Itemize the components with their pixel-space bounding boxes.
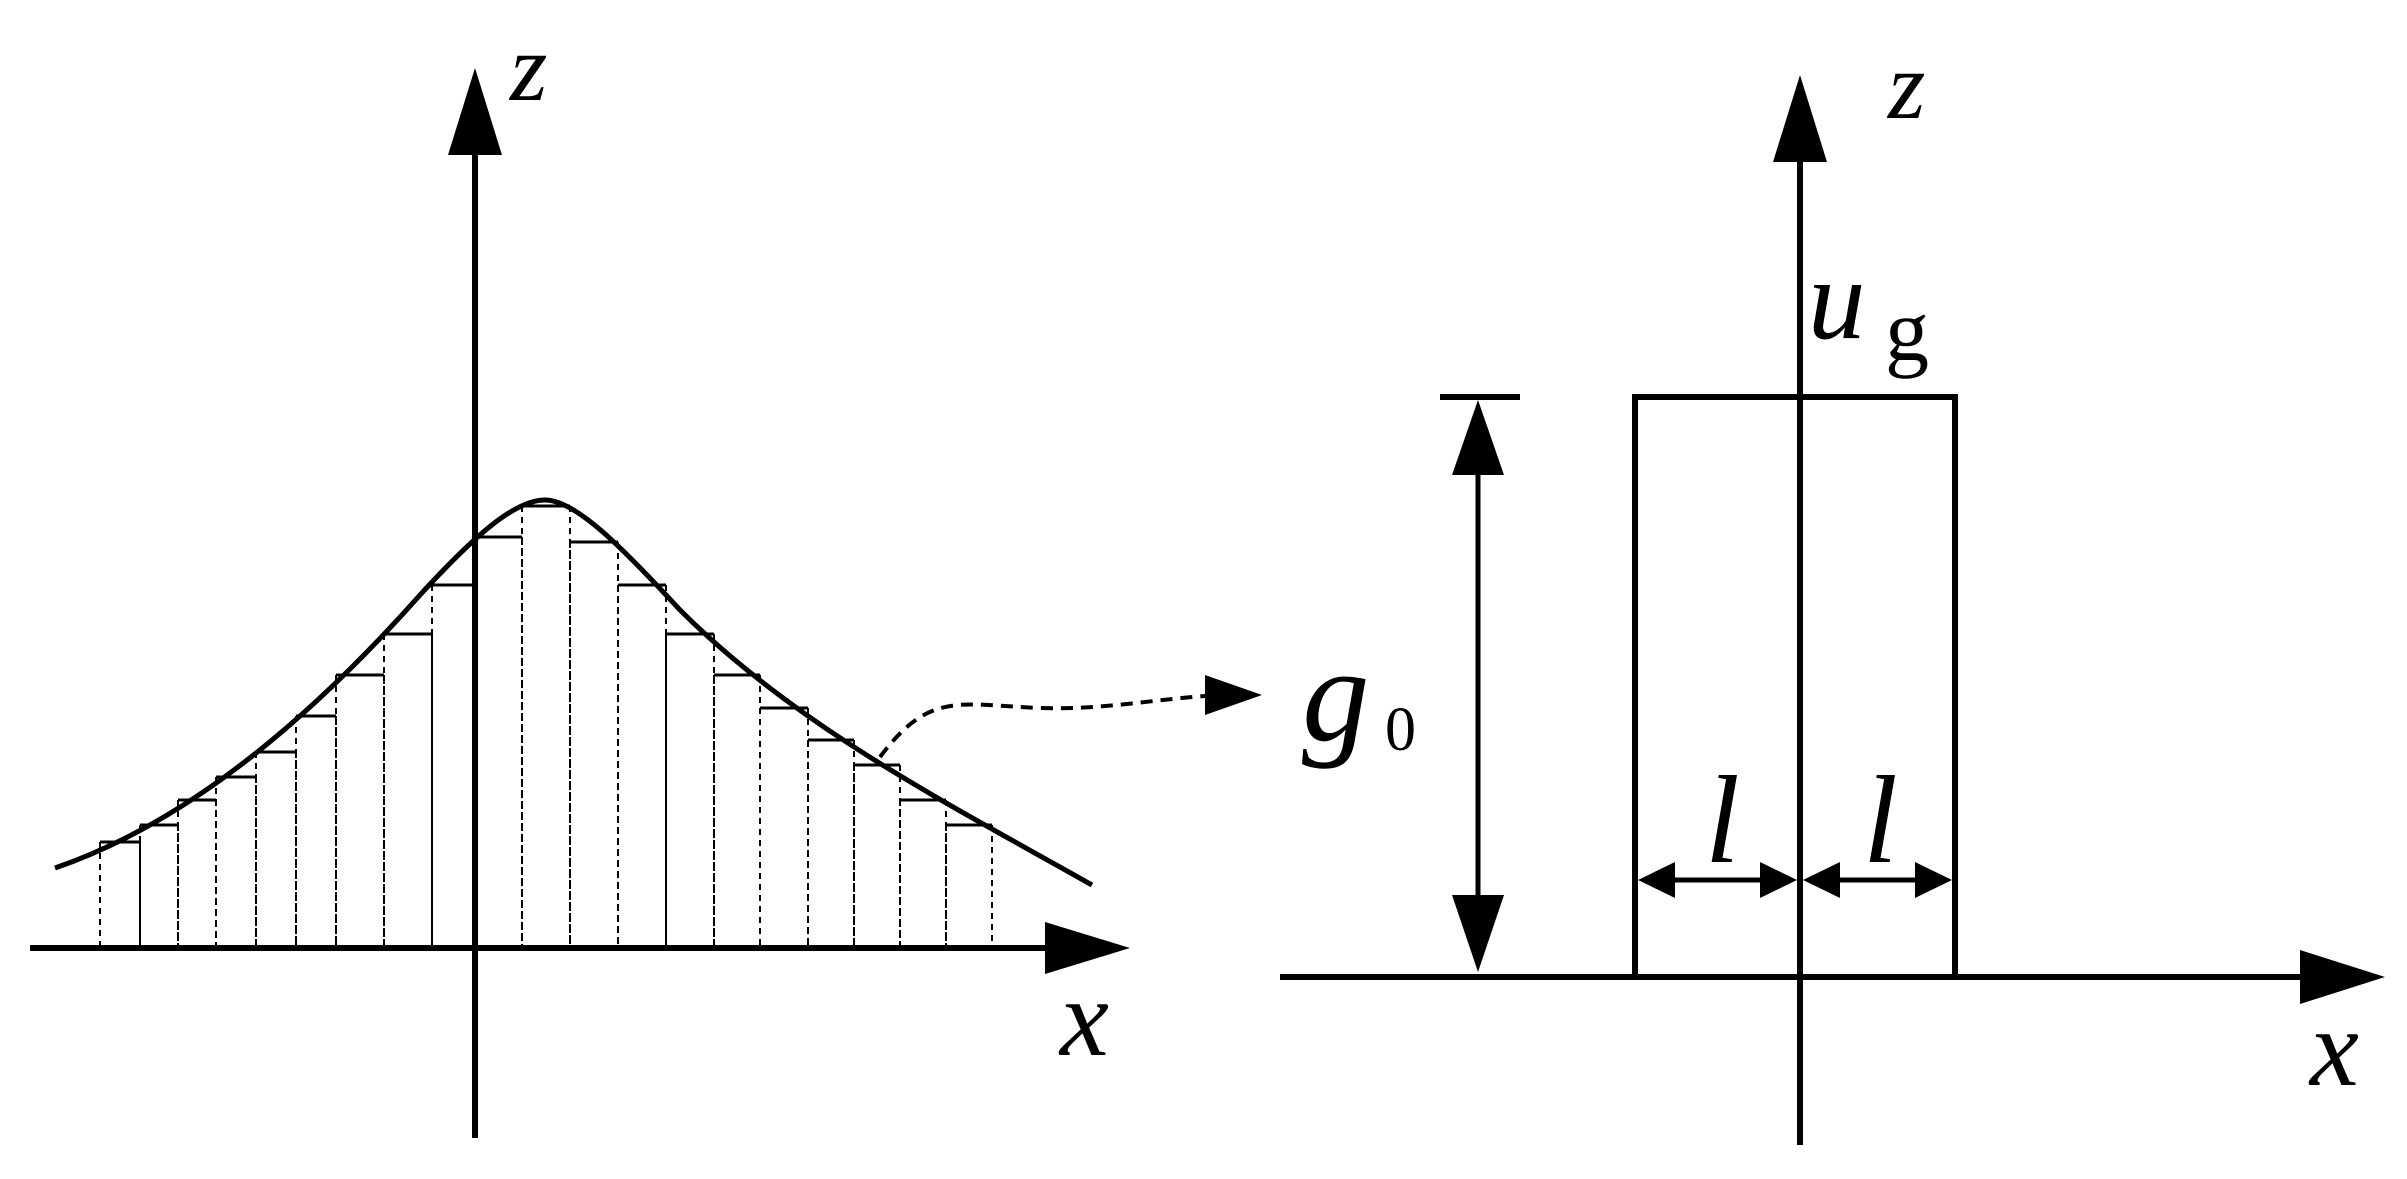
l-right-arrowhead-right (1915, 862, 1952, 898)
l-right-arrowhead-left (1803, 862, 1840, 898)
right-z-arrowhead (1773, 75, 1827, 162)
l-right-label: l (1863, 752, 1898, 890)
distribution-curve (54, 497, 1094, 888)
u-label: u (1808, 236, 1866, 363)
g-label: g (1302, 621, 1370, 770)
left-panel: z x (30, 14, 1262, 1138)
right-x-arrowhead (2300, 950, 2385, 1004)
g0-arrowhead-down (1452, 895, 1504, 972)
l-left-label: l (1705, 752, 1740, 890)
discretization-bars (99, 504, 993, 948)
u-subscript: g (1885, 283, 1929, 380)
left-z-arrowhead (448, 68, 502, 155)
left-x-label: x (1058, 957, 1109, 1079)
l-left-arrowhead-right (1760, 862, 1797, 898)
left-x-arrowhead (1045, 922, 1130, 974)
dashed-pointer (878, 694, 1206, 759)
g-subscript: 0 (1385, 696, 1416, 764)
g0-arrowhead-up (1452, 400, 1504, 475)
dashed-pointer-arrowhead (1205, 675, 1262, 715)
right-z-label: z (1886, 32, 1925, 139)
left-z-label: z (508, 14, 547, 121)
l-left-arrowhead-left (1638, 862, 1675, 898)
right-panel: z x u g g 0 l l (1280, 32, 2385, 1145)
rectangle-element (1632, 394, 1958, 980)
right-x-label: x (2308, 987, 2359, 1109)
